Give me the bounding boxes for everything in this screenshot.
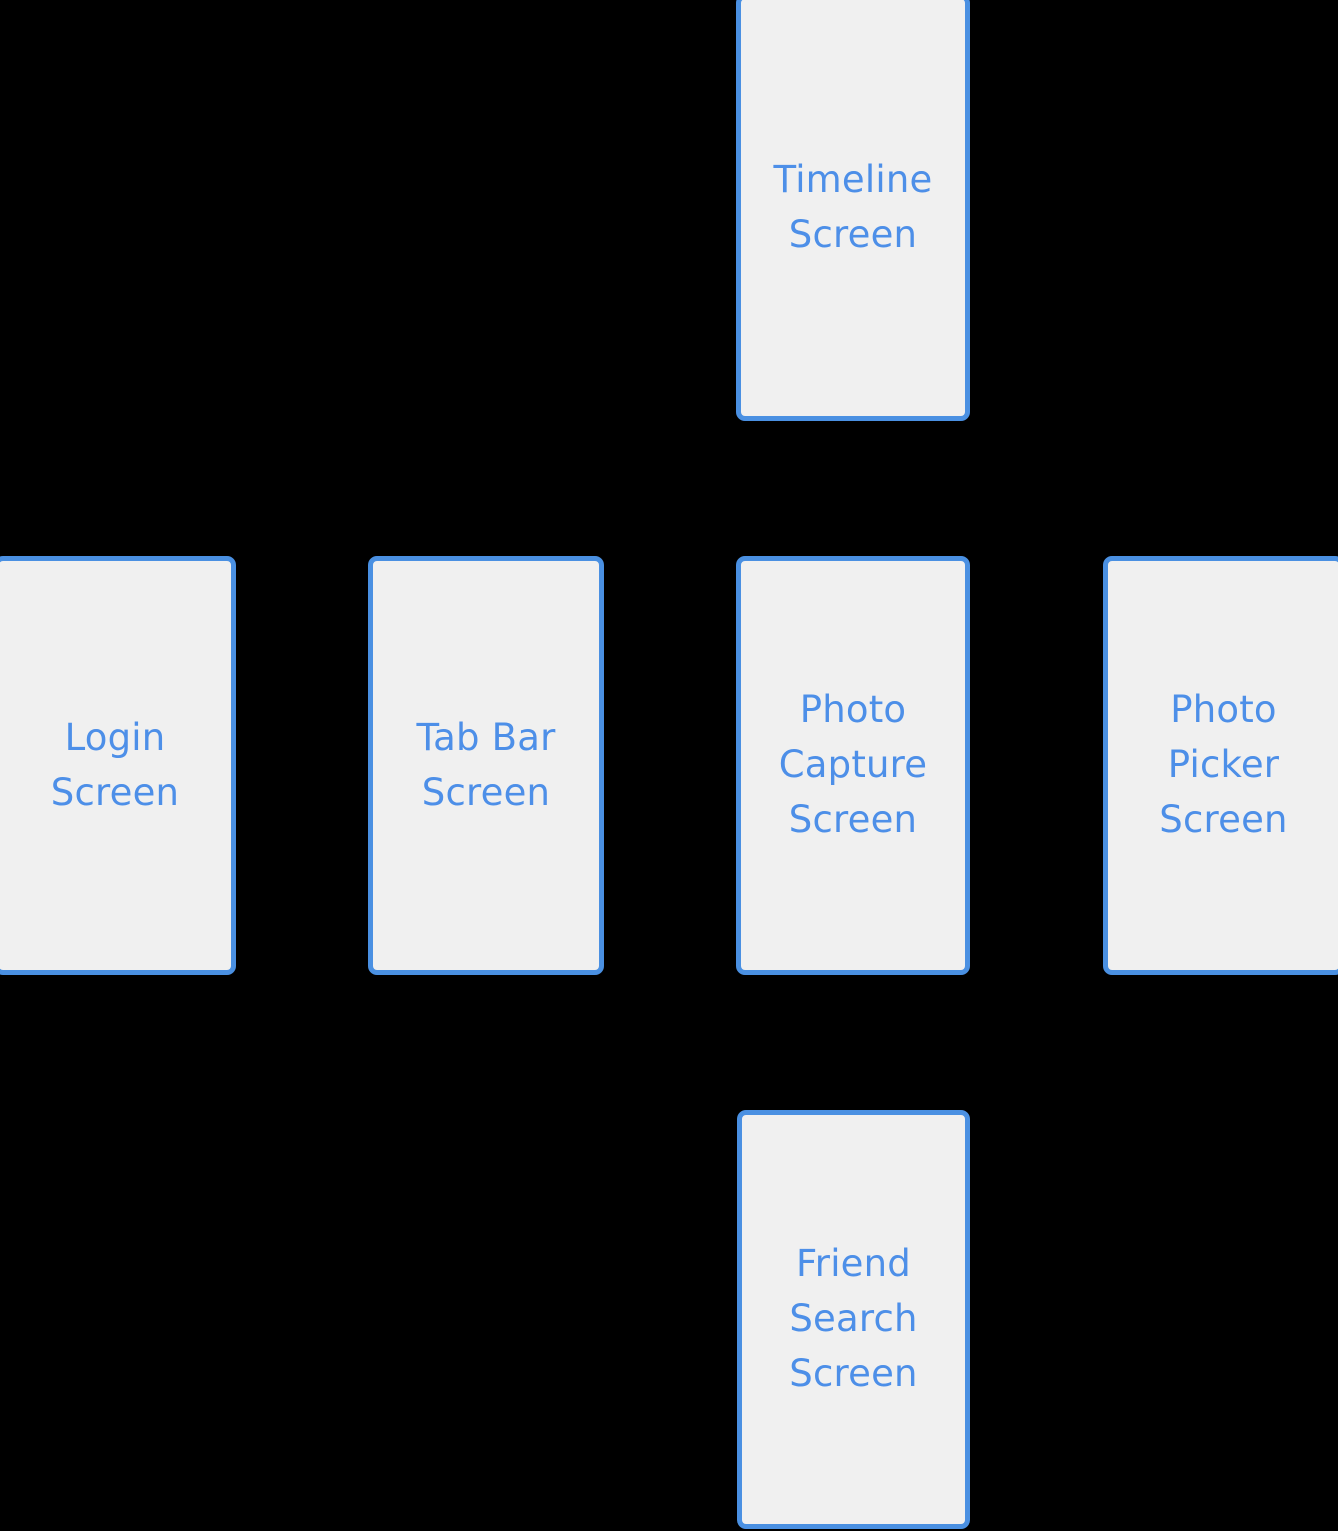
screen-node-photo-picker-screen[interactable]: Photo Picker Screen bbox=[1103, 556, 1338, 975]
screen-node-tab-bar-screen[interactable]: Tab Bar Screen bbox=[368, 556, 604, 975]
screen-node-timeline-screen[interactable]: Timeline Screen bbox=[736, 0, 970, 421]
screen-node-label-photo-picker-screen: Photo Picker Screen bbox=[1159, 688, 1288, 841]
screen-node-label-tab-bar-screen: Tab Bar Screen bbox=[416, 715, 556, 814]
screen-node-label-friend-search-screen: Friend Search Screen bbox=[789, 1242, 918, 1395]
screen-node-label-photo-capture-screen: Photo Capture Screen bbox=[778, 688, 928, 841]
screen-node-friend-search-screen[interactable]: Friend Search Screen bbox=[737, 1110, 970, 1529]
screen-node-photo-capture-screen[interactable]: Photo Capture Screen bbox=[736, 556, 970, 975]
screen-node-label-timeline-screen: Timeline Screen bbox=[773, 157, 933, 256]
screen-node-login-screen[interactable]: Login Screen bbox=[0, 556, 236, 975]
screen-node-label-login-screen: Login Screen bbox=[50, 715, 180, 814]
